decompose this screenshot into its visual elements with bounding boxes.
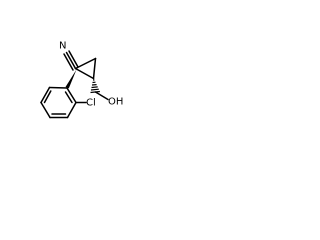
cyclopropane-ring xyxy=(74,57,97,80)
nitrile-triple-bond xyxy=(63,50,79,71)
chemical-structure-diagram: N Cl OH xyxy=(40,41,123,119)
hydroxyl-label: OH xyxy=(108,97,123,108)
benzene-ring xyxy=(40,86,77,119)
hydroxymethyl-bond xyxy=(94,91,109,101)
stereo-wedge-bond xyxy=(65,69,77,89)
stereo-hash-bond xyxy=(90,79,100,94)
chlorine-label: Cl xyxy=(86,98,96,109)
nitrile-nitrogen-label: N xyxy=(59,41,66,52)
